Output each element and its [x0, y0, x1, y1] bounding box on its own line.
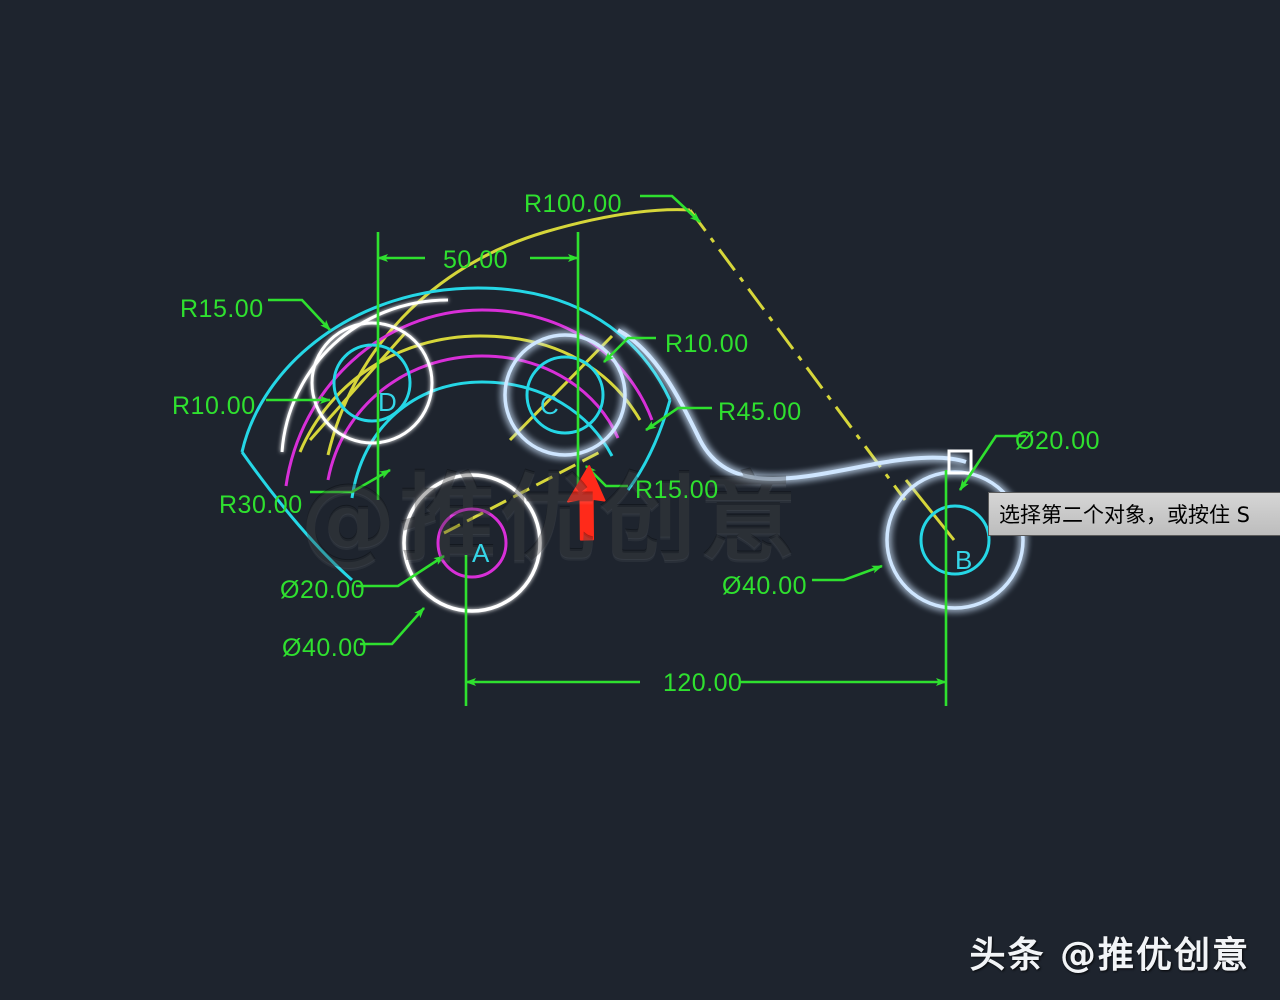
arc-cyan-outer [240, 286, 672, 453]
leader-dia20-right [958, 434, 1026, 491]
dim-label-r45: R45.00 [718, 398, 802, 426]
point-label-a: A [472, 538, 490, 568]
centerline-a-diagonal [443, 450, 601, 535]
circle-c-outer[interactable] [503, 333, 627, 457]
cursor-arrow-icon [567, 465, 606, 541]
centerline-c-diagonal [508, 334, 614, 442]
circle-d-outer[interactable] [310, 321, 434, 445]
point-label-d: D [378, 387, 397, 417]
arc-profile-left [280, 298, 449, 453]
dim-label-r30: R30.00 [219, 491, 303, 519]
leader-r45 [645, 406, 712, 432]
dim-label-linear-50: 50.00 [443, 246, 509, 274]
circle-group-c[interactable] [503, 333, 627, 457]
dim-label-linear-120: 120.00 [663, 669, 743, 697]
circle-a-inner[interactable] [436, 507, 508, 579]
dim-label-dia20-right: Ø20.00 [1015, 427, 1101, 455]
circle-c-inner[interactable] [525, 355, 605, 435]
cyan-arcs [240, 286, 672, 582]
watermark-bottom: 头条 @推优创意 [969, 935, 1250, 976]
dim-label-r15-upper: R15.00 [180, 295, 264, 323]
dim-label-r10-left: R10.00 [172, 392, 256, 420]
leader-r15-upper-left [268, 298, 331, 331]
dim-label-dia20-left: Ø20.00 [280, 576, 366, 604]
circle-group-d[interactable] [310, 321, 434, 445]
circle-d-inner[interactable] [332, 343, 412, 423]
leader-r30 [310, 468, 391, 494]
leader-dia40-right [812, 564, 883, 582]
dim-label-dia40-right: Ø40.00 [722, 572, 808, 600]
dim-label-dia40-left: Ø40.00 [282, 634, 368, 662]
circle-group-a[interactable] [402, 473, 542, 613]
leader-r100 [640, 194, 701, 223]
circle-b-inner[interactable] [919, 504, 991, 576]
arc-magenta-inner [326, 354, 620, 481]
dim-label-r15-center: R15.00 [635, 476, 719, 504]
highlighted-profile[interactable] [280, 298, 967, 481]
dim-label-r100: R100.00 [524, 190, 623, 218]
selection-grip[interactable] [947, 449, 973, 475]
leader-dia40-left [360, 607, 425, 646]
centerline-r100 [688, 209, 907, 501]
point-label-b: B [955, 545, 973, 575]
leader-dia20-left [356, 554, 445, 588]
dimension-lines [266, 194, 1026, 706]
leader-r10-upper-right [603, 336, 656, 363]
circle-a-outer[interactable] [402, 473, 542, 613]
arc-cyan-right-tail [626, 399, 672, 491]
dim-label-r10-upper: R10.00 [665, 330, 749, 358]
command-prompt-tooltip: 选择第二个对象，或按住 S [988, 492, 1280, 536]
arc-cyan-left-tail [240, 451, 353, 582]
arc-r45-highlight[interactable] [617, 328, 967, 481]
point-label-c: C [540, 390, 559, 420]
